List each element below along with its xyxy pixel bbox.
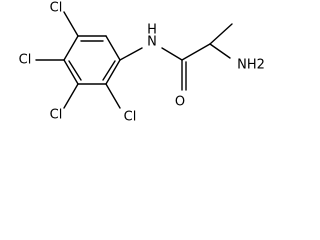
bond-c1-n (119, 47, 143, 61)
cl2-label: Cl (50, 108, 63, 123)
bond-c3-cl (63, 83, 79, 109)
chemical-structure: Cl Cl Cl Cl N H O NH2 (19, 1, 265, 125)
bond-carbonyl-alpha (181, 43, 211, 61)
ring-double-bond-c3-c4 (68, 60, 82, 81)
bond-alpha-methyl (209, 23, 233, 45)
bond-c5-cl (63, 11, 79, 37)
ring-bond-c1-c2 (105, 59, 121, 85)
nh-label: N (147, 35, 157, 50)
cl4-label: Cl (50, 1, 63, 16)
h-label: H (147, 23, 157, 38)
nh2-label: NH2 (237, 58, 265, 73)
ring-bond-c6-c1 (105, 35, 121, 61)
benzene-ring (63, 35, 121, 85)
ring-bond-c4-c5 (63, 35, 79, 61)
bond-c2-cl (105, 83, 121, 109)
cl-bottom-right-label: Cl (124, 110, 137, 125)
bond-n-carbonyl (161, 47, 183, 61)
o-label: O (175, 95, 185, 110)
bond-alpha-amine (209, 43, 231, 59)
ring-double-bond-c1-c2 (102, 60, 116, 81)
cl5-label: Cl (19, 53, 32, 68)
ring-bond-c3-c4 (63, 59, 79, 85)
